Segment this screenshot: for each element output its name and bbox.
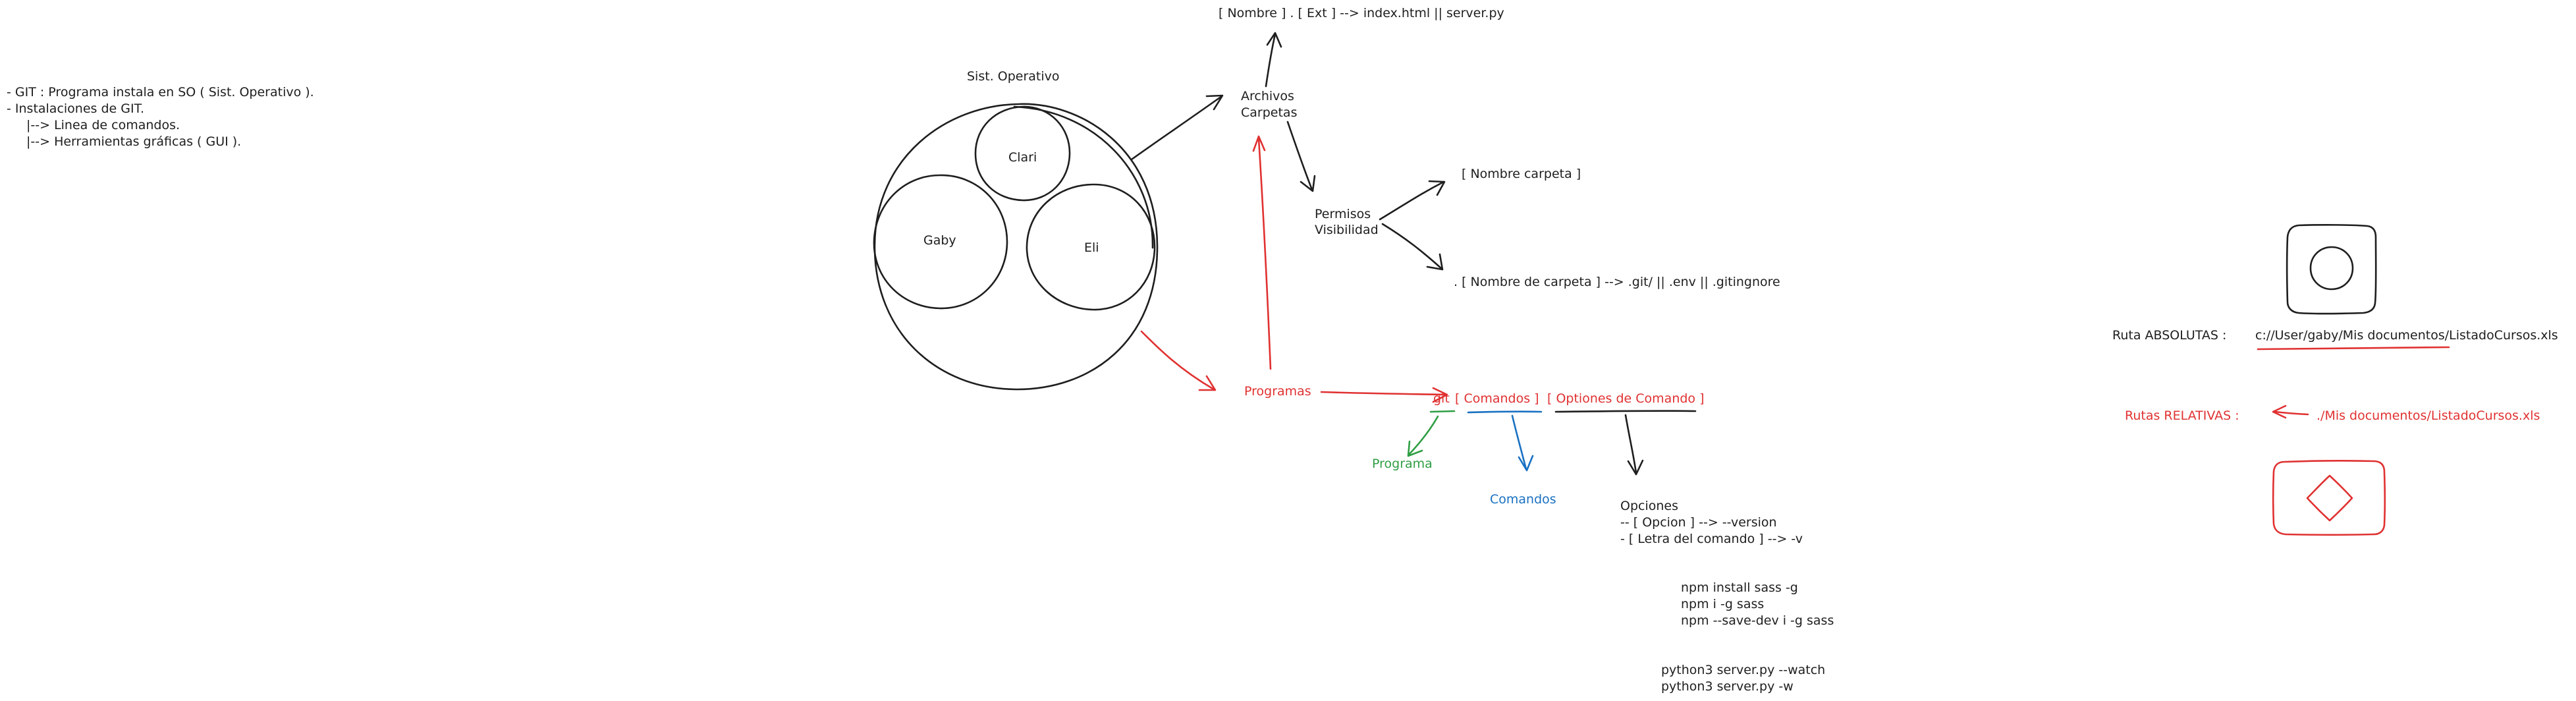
os-circle: [873, 103, 1159, 391]
relativas-value: ./Mis documentos/ListadoCursos.xls: [2316, 408, 2540, 423]
absolute-path-icon: [2286, 224, 2377, 315]
arrow-os-to-files: [1130, 94, 1224, 161]
user-label-clari: Clari: [1008, 150, 1037, 165]
git-command-section: git [ Comandos ] [ Optiones de Comando ]…: [1372, 391, 1705, 507]
archivos-label: Archivos: [1241, 89, 1294, 103]
git-notes: - GIT : Programa instala en SO ( Sist. O…: [7, 85, 314, 149]
visibilidad-label: Visibilidad: [1315, 223, 1379, 237]
user-label-eli: Eli: [1084, 240, 1099, 255]
programs-section: Programas: [1140, 135, 1448, 403]
python-example-1: python3 server.py --watch: [1661, 663, 1825, 677]
os-diagram: Sist. Operativo Clari Gaby Eli: [873, 69, 1159, 391]
user-circle-gaby: [873, 174, 1008, 310]
paths-section: Ruta ABSOLUTAS : c://User/gaby/Mis docum…: [2112, 224, 2558, 536]
npm-example-1: npm install sass -g: [1681, 580, 1798, 595]
option-short-line: - [ Letra del comando ] --> -v: [1620, 532, 1803, 546]
opciones-bracket: [ Optiones de Comando ]: [1547, 391, 1705, 406]
npm-example-2: npm i -g sass: [1681, 597, 1764, 611]
diamond-icon: [2306, 474, 2353, 522]
relative-path-icon: [2272, 460, 2386, 536]
hidden-folder-line: . [ Nombre de carpeta ] --> .git/ || .en…: [1454, 275, 1780, 289]
circle-icon: [2309, 246, 2354, 291]
note-line-git-program: - GIT : Programa instala en SO ( Sist. O…: [7, 85, 314, 99]
relativas-label: Rutas RELATIVAS :: [2125, 408, 2239, 423]
files-section: [ Nombre ] . [ Ext ] --> index.html || s…: [1219, 6, 1780, 289]
programa-label: Programa: [1372, 457, 1433, 471]
programas-label: Programas: [1244, 384, 1311, 399]
option-long-line: -- [ Opcion ] --> --version: [1620, 515, 1777, 530]
options-section: Opciones -- [ Opcion ] --> --version - […: [1620, 499, 1834, 694]
git-word: git: [1433, 391, 1450, 406]
comandos-label: Comandos: [1490, 492, 1556, 507]
absolutas-value: c://User/gaby/Mis documentos/ListadoCurs…: [2255, 328, 2558, 343]
user-circle-clari: [974, 105, 1071, 202]
comandos-bracket: [ Comandos ]: [1455, 391, 1539, 406]
folder-name-line: [ Nombre carpeta ]: [1462, 167, 1581, 181]
user-circle-eli: [1026, 183, 1156, 311]
user-label-gaby: Gaby: [923, 233, 956, 248]
python-example-2: python3 server.py -w: [1661, 679, 1794, 694]
absolutas-label: Ruta ABSOLUTAS :: [2112, 328, 2226, 343]
npm-example-3: npm --save-dev i -g sass: [1681, 613, 1834, 628]
note-line-gui: |--> Herramientas gráficas ( GUI ).: [26, 134, 241, 149]
os-title: Sist. Operativo: [967, 69, 1060, 84]
note-line-git-install: - Instalaciones de GIT.: [7, 101, 144, 116]
permisos-label: Permisos: [1315, 207, 1371, 221]
opciones-title: Opciones: [1620, 499, 1678, 513]
carpetas-label: Carpetas: [1241, 105, 1297, 120]
note-line-cli: |--> Linea de comandos.: [26, 118, 180, 132]
name-ext-line: [ Nombre ] . [ Ext ] --> index.html || s…: [1219, 6, 1504, 20]
